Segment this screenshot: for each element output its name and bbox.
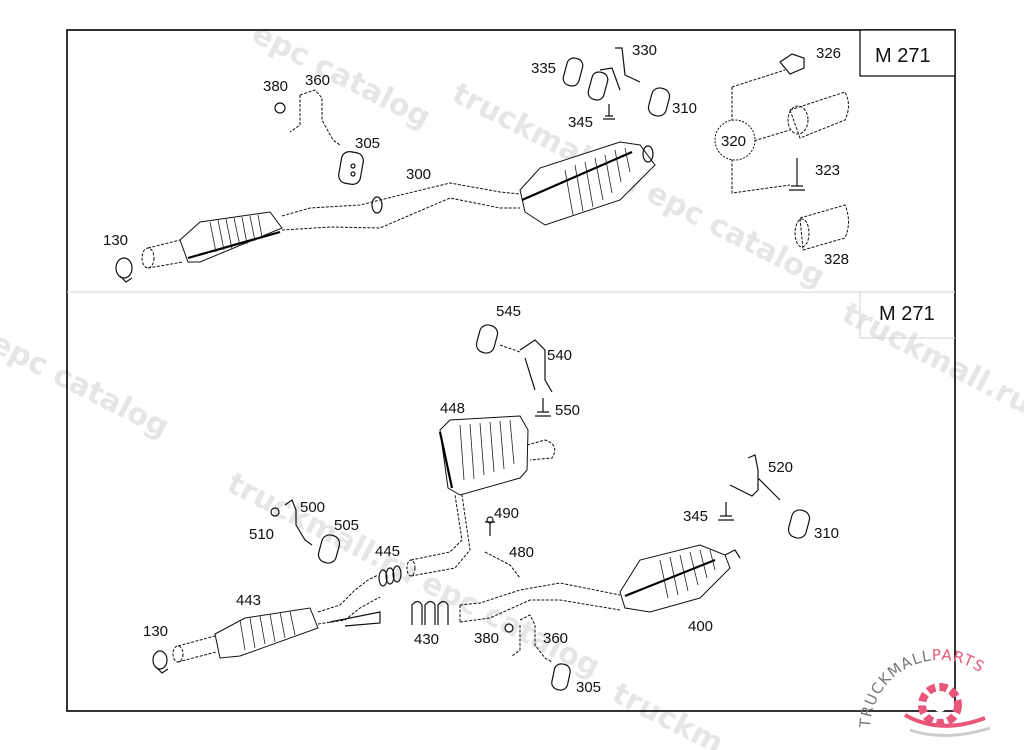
part-label[interactable]: 360 xyxy=(305,72,330,89)
part-label[interactable]: 505 xyxy=(334,517,359,534)
bolt-part-345-lower[interactable] xyxy=(718,502,734,521)
part-label[interactable]: 490 xyxy=(494,505,519,522)
bracket-part-360-lower[interactable] xyxy=(504,614,553,663)
part-label[interactable]: 310 xyxy=(814,525,839,542)
intermediate-pipe[interactable] xyxy=(406,494,471,577)
bolt-part-490[interactable] xyxy=(485,516,495,536)
part-label[interactable]: 305 xyxy=(355,135,380,152)
part-label[interactable]: 480 xyxy=(509,544,534,561)
bolt-part-550[interactable] xyxy=(535,398,551,417)
part-label[interactable]: 500 xyxy=(300,499,325,516)
rear-pipe-part-400[interactable] xyxy=(459,544,741,623)
truckmall-parts-logo: TRUCKMALLPARTS xyxy=(856,646,991,737)
bracket-part-520[interactable] xyxy=(729,454,781,501)
rubber-mount-part-310-lower[interactable] xyxy=(787,508,812,540)
part-label[interactable]: 326 xyxy=(816,45,841,62)
part-label[interactable]: 448 xyxy=(440,400,465,417)
group-callout-label[interactable]: 320 xyxy=(721,133,746,150)
rubber-mount-part-545[interactable] xyxy=(475,323,521,355)
bracket-part-540[interactable] xyxy=(519,339,553,393)
part-label[interactable]: 540 xyxy=(547,347,572,364)
clamp-part-130[interactable] xyxy=(115,257,133,283)
part-label[interactable]: 545 xyxy=(496,303,521,320)
upper-callout-labels: 130 380 360 305 300 335 330 345 310 326 … xyxy=(103,42,849,268)
model-badge-upper: M 271 xyxy=(859,29,956,77)
rubber-mount-part-505[interactable] xyxy=(317,533,342,565)
model-badge-lower: M 271 xyxy=(859,292,955,339)
watermark-text: truckm xyxy=(606,676,728,750)
rubber-mount-part-305-lower[interactable] xyxy=(550,663,571,692)
lower-parts xyxy=(152,323,812,692)
part-label[interactable]: 130 xyxy=(103,232,128,249)
clip-part-326 xyxy=(779,53,805,75)
nut-part-380-lower xyxy=(504,623,514,633)
logo-text: TRUCKMALLPARTS xyxy=(856,646,988,730)
part-label[interactable]: 380 xyxy=(474,630,499,647)
rubber-mount-part-310-upper[interactable] xyxy=(647,86,672,118)
part-label[interactable]: 323 xyxy=(815,162,840,179)
part-label[interactable]: 510 xyxy=(249,526,274,543)
watermark-text: l epc catalog xyxy=(0,316,175,445)
rubber-mount-part-305[interactable] xyxy=(337,150,364,185)
trim-part-328 xyxy=(799,204,849,251)
nut-part-510 xyxy=(270,507,280,517)
clamp-part-445[interactable] xyxy=(378,565,402,587)
part-label[interactable]: 443 xyxy=(236,592,261,609)
rubber-mount-part-335[interactable] xyxy=(562,56,585,87)
clamp-part-130-lower[interactable] xyxy=(152,650,169,674)
bracket-part-360[interactable] xyxy=(274,89,341,146)
part-label[interactable]: 445 xyxy=(375,543,400,560)
lower-callout-labels: 545 540 550 448 500 510 505 490 445 480 … xyxy=(143,303,839,696)
part-label[interactable]: 550 xyxy=(555,402,580,419)
gear-icon xyxy=(904,683,991,737)
part-label[interactable]: 300 xyxy=(406,166,431,183)
part-label[interactable]: 400 xyxy=(688,618,713,635)
bracket-part-330[interactable] xyxy=(587,47,641,102)
bracket-part-500[interactable] xyxy=(270,499,313,546)
part-label[interactable]: 130 xyxy=(143,623,168,640)
part-label[interactable]: 335 xyxy=(531,60,556,77)
front-pipe-catalyst[interactable] xyxy=(141,182,521,269)
screw-part-323 xyxy=(789,158,805,191)
part-label[interactable]: 380 xyxy=(263,78,288,95)
tailpipe-trim-part xyxy=(789,91,849,139)
watermark-text: truckmall.ru epc catalog xyxy=(446,76,830,295)
part-label[interactable]: 345 xyxy=(568,114,593,131)
clamp-part-430[interactable] xyxy=(411,600,449,626)
diagram-frame xyxy=(66,29,956,712)
part-label[interactable]: 310 xyxy=(672,100,697,117)
rear-muffler-upper[interactable] xyxy=(519,141,656,226)
part-label[interactable]: 520 xyxy=(768,459,793,476)
part-label[interactable]: 360 xyxy=(543,630,568,647)
bolt-part-345-upper[interactable] xyxy=(603,104,615,120)
part-label[interactable]: 345 xyxy=(683,508,708,525)
part-label[interactable]: 430 xyxy=(414,631,439,648)
model-label: M 271 xyxy=(879,303,935,325)
tailpipe-trim-group-320[interactable] xyxy=(714,53,849,251)
watermark-text: epc catalog xyxy=(246,16,436,136)
upper-parts xyxy=(115,47,849,283)
part-label[interactable]: 328 xyxy=(824,251,849,268)
front-pipe-part-443[interactable] xyxy=(172,574,381,663)
part-label[interactable]: 330 xyxy=(632,42,657,59)
model-label: M 271 xyxy=(875,45,931,67)
part-label[interactable]: 305 xyxy=(576,679,601,696)
strap-part-480[interactable] xyxy=(484,551,521,579)
muffler-part-448[interactable] xyxy=(438,415,556,496)
